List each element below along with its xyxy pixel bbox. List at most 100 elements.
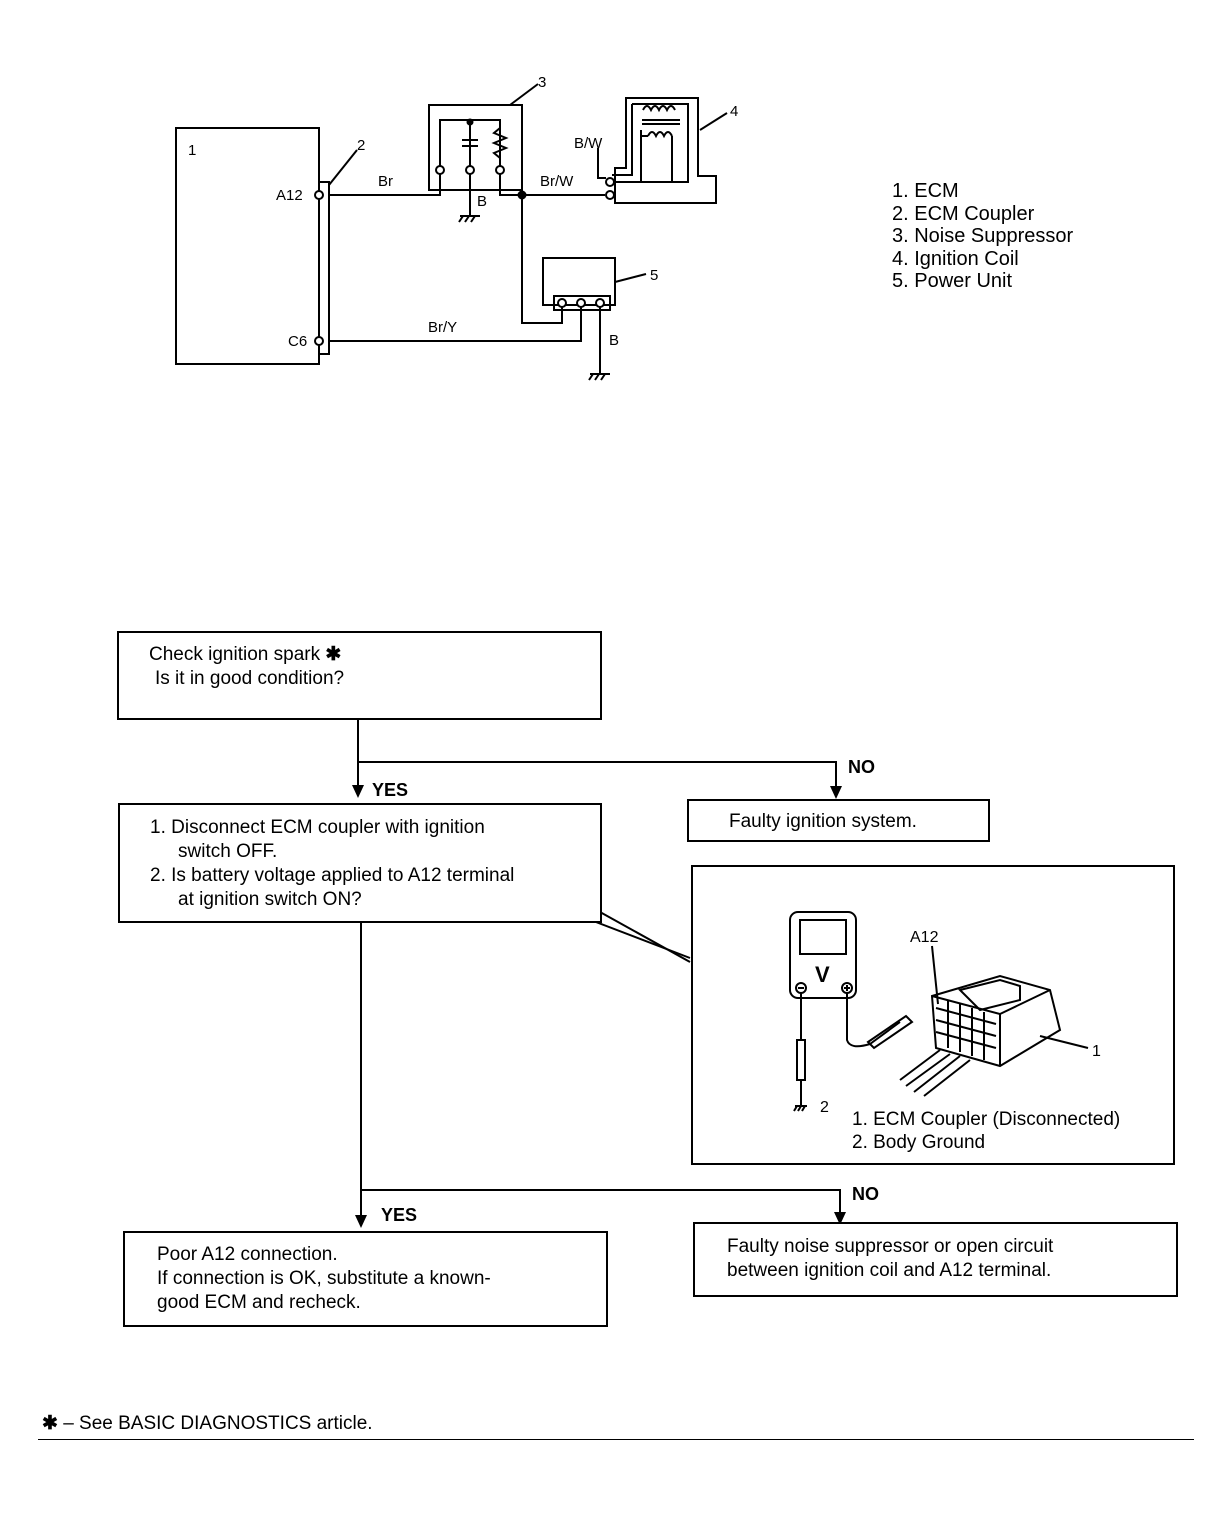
yes-result-line1: Poor A12 connection. <box>157 1244 338 1265</box>
voltmeter-display <box>799 919 847 955</box>
ground-symbol <box>793 1080 807 1112</box>
step2-yes-label: YES <box>381 1205 418 1225</box>
power-unit-pin-2 <box>576 298 586 308</box>
yes-result-line3: good ECM and recheck. <box>157 1292 361 1313</box>
caption-line1: 1. ECM Coupler (Disconnected) <box>852 1109 1121 1130</box>
coil-core <box>642 119 680 125</box>
resistor-symbol <box>491 127 509 159</box>
step1-line1: Check ignition spark ✱ <box>149 644 342 665</box>
leader-3 <box>509 83 539 106</box>
leader-5 <box>614 273 647 283</box>
footnote-text: – See BASIC DIAGNOSTICS article. <box>63 1413 373 1434</box>
footnote-asterisk-icon: ✱ <box>42 1413 58 1434</box>
step2-line4: at ignition switch ON? <box>178 889 362 910</box>
terminal-a12-label: A12 <box>276 187 303 204</box>
capacitor-symbol <box>462 139 478 147</box>
terminal-c6-label: C6 <box>288 333 307 350</box>
leader-4 <box>699 112 728 131</box>
callout-line-b <box>599 911 691 963</box>
legend-item-noise-suppressor: 3. Noise Suppressor <box>892 225 1074 247</box>
positive-probe <box>866 1014 914 1050</box>
step2-line3: 2. Is battery voltage applied to A12 ter… <box>150 865 515 886</box>
ecm-coupler-body <box>930 974 1062 1068</box>
ignition-coil-housing <box>614 97 717 204</box>
coil-internal-wiring <box>612 130 673 183</box>
voltmeter-body <box>789 911 857 999</box>
step1-box: Check ignition spark ✱ Is it in good con… <box>117 631 602 720</box>
wire-to-power-unit <box>521 195 563 324</box>
legend-item-ignition-coil: 4. Ignition Coil <box>892 247 1019 270</box>
power-unit-pin-3 <box>595 298 605 308</box>
component-number-3: 3 <box>538 74 546 91</box>
suppressor-pin-2 <box>465 165 475 175</box>
suppressor-pin-1 <box>435 165 445 175</box>
wire-label-br-y: Br/Y <box>428 319 457 336</box>
asterisk-icon: ✱ <box>325 644 342 665</box>
component-number-2: 2 <box>357 137 365 154</box>
coil-pin-top <box>605 177 615 187</box>
arrow-step1-yes <box>352 785 364 798</box>
ecm-box <box>175 127 320 365</box>
leader-coupler-1 <box>1039 1035 1089 1049</box>
ecm-coupler-strip <box>318 181 330 355</box>
callout-2: 2 <box>820 1099 829 1116</box>
component-number-4: 4 <box>730 103 738 120</box>
footnote: ✱ – See BASIC DIAGNOSTICS article. <box>42 1412 373 1435</box>
no-result-line1: Faulty noise suppressor or open circuit <box>727 1236 1054 1257</box>
ecm-coupler-face <box>931 989 1051 1066</box>
caption-line2: 2. Body Ground <box>852 1132 986 1153</box>
callout-1: 1 <box>1092 1043 1101 1060</box>
wire-br-y <box>329 307 582 342</box>
wire-label-b-w: B/W <box>574 135 603 152</box>
junction-dot-top <box>466 118 474 126</box>
step2-line2: switch OFF. <box>178 841 278 862</box>
power-unit-pin-1 <box>557 298 567 308</box>
footnote-divider <box>38 1439 1194 1440</box>
arrow-step1-no <box>830 786 842 799</box>
arrow-step2-no <box>834 1212 846 1225</box>
ignition-coil-inner <box>612 103 689 183</box>
step2-no-label: NO <box>852 1184 879 1204</box>
leader-2 <box>328 149 358 186</box>
suppressor-ground-wire <box>458 174 480 223</box>
coupler-pin-grid <box>935 1000 997 1060</box>
plus-sign <box>844 985 850 991</box>
flow-line-step2-no <box>361 1189 841 1216</box>
step2-yes-result-box: Poor A12 connection. If connection is OK… <box>123 1231 608 1327</box>
step2-line1: 1. Disconnect ECM coupler with ignition <box>150 817 485 838</box>
step1-yes-label: YES <box>372 780 409 800</box>
step2-no-result-box: Faulty noise suppressor or open circuit … <box>693 1222 1178 1297</box>
wire-label-b-suppressor: B <box>477 193 487 210</box>
coil-winding-secondary <box>647 131 673 139</box>
illustration-caption: 1. ECM Coupler (Disconnected) 2. Body Gr… <box>852 1108 1120 1154</box>
suppressor-pin-3 <box>495 165 505 175</box>
wire-b-w <box>597 148 606 179</box>
step2-box: 1. Disconnect ECM coupler with ignition … <box>118 803 602 923</box>
voltmeter-symbol: V <box>815 962 830 987</box>
wire-label-br-w: Br/W <box>540 173 574 190</box>
meter-illustration <box>691 865 1175 1165</box>
wire-label-b-power: B <box>609 332 619 349</box>
coupler-wire-harness <box>899 1049 971 1097</box>
arrow-step2-yes <box>355 1215 367 1228</box>
coil-pin-bottom <box>605 190 615 200</box>
terminal-a12-callout: A12 <box>910 929 939 946</box>
wire-label-br: Br <box>378 173 393 190</box>
wire-br <box>329 170 441 196</box>
step1-no-result-text: Faulty ignition system. <box>729 811 917 832</box>
step1-no-label: NO <box>848 757 875 777</box>
step1-no-result-box: Faulty ignition system. <box>687 799 990 842</box>
yes-result-line2: If connection is OK, substitute a known- <box>157 1268 491 1289</box>
coupler-latch <box>958 978 1021 1012</box>
legend-item-power-unit: 5. Power Unit <box>892 270 1013 292</box>
component-number-1: 1 <box>188 142 196 159</box>
wire-br-w <box>499 174 605 196</box>
component-legend: 1. ECM 2. ECM Coupler 3. Noise Suppresso… <box>892 180 1073 293</box>
no-result-line2: between ignition coil and A12 terminal. <box>727 1260 1052 1281</box>
coil-winding-primary <box>642 105 676 113</box>
terminal-a12-pin <box>314 190 324 200</box>
flow-line-step1-no <box>358 761 837 790</box>
terminal-c6-pin <box>314 336 324 346</box>
component-number-5: 5 <box>650 267 658 284</box>
